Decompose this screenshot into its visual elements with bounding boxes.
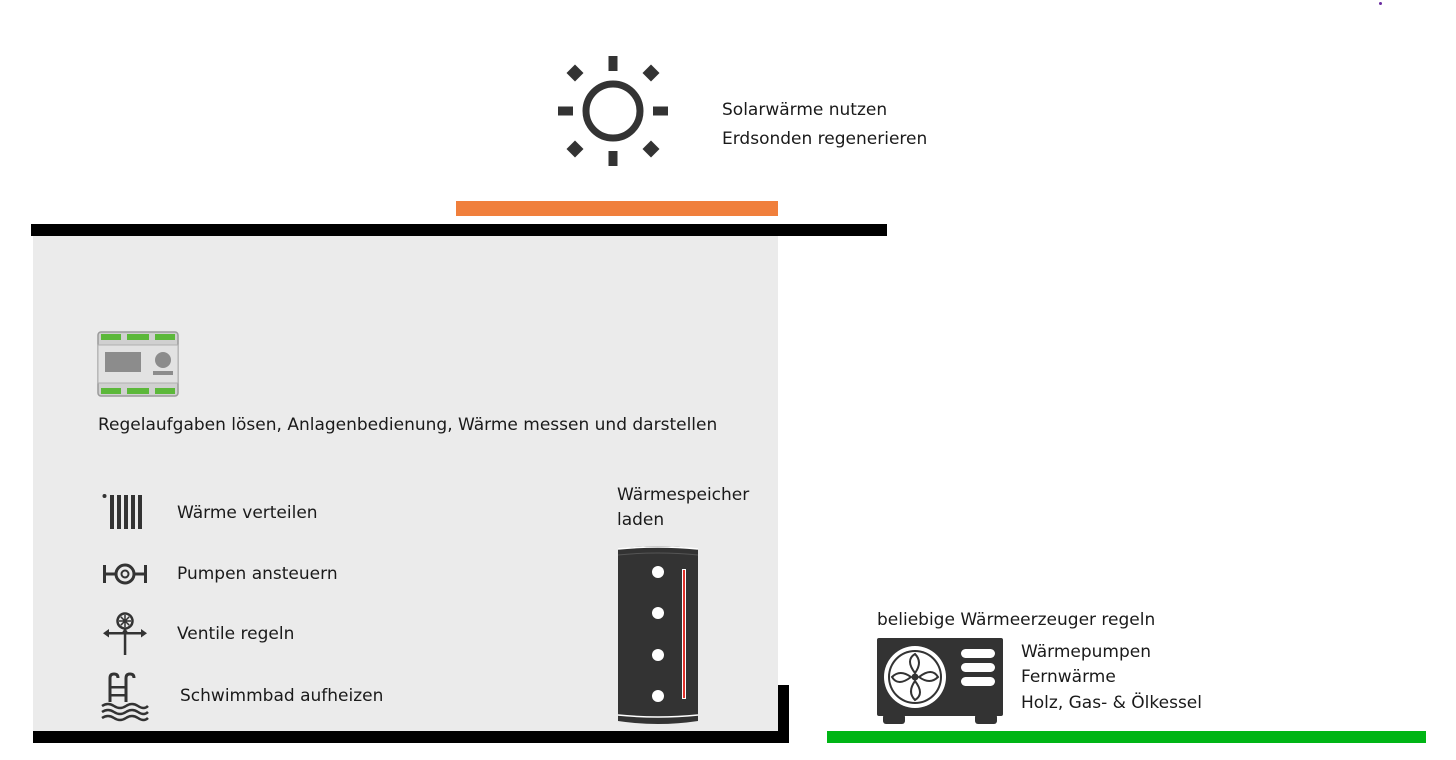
solar-text-line1: Solarwärme nutzen <box>722 100 888 120</box>
controller-device-icon <box>97 331 179 397</box>
heat-storage-tank-icon <box>614 543 702 727</box>
solar-text-line2: Erdsonden regenerieren <box>722 129 928 149</box>
generator-bar <box>827 731 1426 743</box>
building-corner-bar <box>778 685 789 743</box>
corner-dot <box>1379 2 1382 5</box>
feature-label-distribute: Wärme verteilen <box>177 503 318 523</box>
generator-item-district-heating: Fernwärme <box>1021 667 1116 687</box>
building-roof-bar <box>31 224 887 236</box>
storage-label-line2: laden <box>617 510 665 530</box>
controller-caption: Regelaufgaben lösen, Anlagenbedienung, W… <box>98 415 718 435</box>
pool-icon <box>100 672 150 722</box>
building-floor-bar <box>33 731 789 743</box>
feature-label-pumps: Pumpen ansteuern <box>177 564 338 584</box>
heat-pump-icon <box>877 638 1003 724</box>
pump-icon <box>102 562 148 586</box>
sun-icon <box>556 54 670 168</box>
feature-label-pool: Schwimmbad aufheizen <box>180 686 384 706</box>
storage-label-line1: Wärmespeicher <box>617 485 750 505</box>
generators-title: beliebige Wärmeerzeuger regeln <box>877 610 1156 630</box>
solar-bar <box>456 201 778 216</box>
feature-label-valves: Ventile regeln <box>177 624 295 644</box>
generator-item-boilers: Holz, Gas- & Ölkessel <box>1021 693 1202 713</box>
radiator-icon <box>102 493 148 531</box>
valve-icon <box>102 611 148 657</box>
generator-item-heatpumps: Wärmepumpen <box>1021 642 1151 662</box>
